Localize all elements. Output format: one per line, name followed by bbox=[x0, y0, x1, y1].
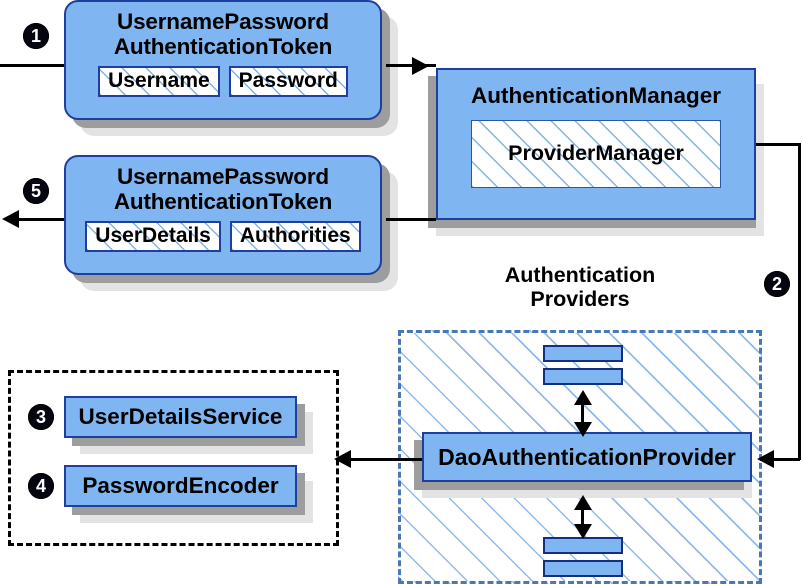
provider-peer-bar-top-2 bbox=[543, 368, 623, 385]
provider-peer-bar-bottom-1 bbox=[543, 537, 623, 554]
connector-manager-right-stub bbox=[756, 143, 801, 146]
user-details-service-label: UserDetailsService bbox=[78, 404, 283, 430]
step-bullet-2: 2 bbox=[764, 271, 790, 297]
connector-provider-peer-above-arrowhead-up bbox=[574, 390, 592, 405]
connector-provider-to-collaborators-arrowhead bbox=[334, 450, 351, 468]
request-token-title: UsernamePassword AuthenticationToken bbox=[113, 9, 333, 60]
connector-into-provider-arrowhead bbox=[757, 450, 774, 468]
node-user-details-service[interactable]: UserDetailsService bbox=[64, 396, 297, 438]
node-password-encoder[interactable]: PasswordEncoder bbox=[64, 465, 297, 507]
connector-provider-peer-below-line bbox=[581, 500, 584, 532]
connector-provider-peer-above-line bbox=[581, 395, 584, 430]
authentication-manager-title: AuthenticationManager bbox=[470, 83, 722, 108]
connector-into-provider-line bbox=[760, 458, 800, 461]
step-bullet-1: 1 bbox=[23, 23, 49, 49]
connector-token-to-manager-arrowhead bbox=[412, 57, 429, 75]
connector-incoming-request bbox=[0, 64, 80, 67]
connector-provider-peer-below-arrowhead-down bbox=[574, 524, 592, 539]
response-token-title: UsernamePassword AuthenticationToken bbox=[113, 164, 333, 215]
step-bullet-4: 4 bbox=[28, 473, 54, 499]
connector-response-token-outgoing-line bbox=[18, 218, 80, 221]
provider-peer-bar-bottom-2 bbox=[543, 560, 623, 577]
provider-peer-bar-top-1 bbox=[543, 345, 623, 362]
connector-manager-to-response-token bbox=[386, 218, 436, 221]
request-token-slot-password[interactable]: Password bbox=[228, 66, 348, 98]
connector-manager-down bbox=[798, 143, 801, 460]
connector-provider-to-collaborators-line bbox=[350, 458, 422, 461]
request-token-slots: Username Password bbox=[98, 66, 348, 98]
step-bullet-5: 5 bbox=[23, 178, 49, 204]
password-encoder-label: PasswordEncoder bbox=[82, 473, 279, 499]
connector-response-token-outgoing-arrowhead bbox=[2, 210, 19, 228]
response-token-slot-authorities[interactable]: Authorities bbox=[229, 221, 361, 253]
dao-authentication-provider-label: DaoAuthenticationProvider bbox=[438, 443, 736, 470]
response-token-slots: UserDetails Authorities bbox=[85, 221, 361, 253]
response-token-slot-userdetails[interactable]: UserDetails bbox=[85, 221, 221, 253]
connector-token-to-manager-line bbox=[386, 64, 436, 67]
node-dao-authentication-provider[interactable]: DaoAuthenticationProvider bbox=[422, 432, 752, 482]
node-username-password-authentication-token-request[interactable]: UsernamePassword AuthenticationToken Use… bbox=[64, 0, 382, 120]
authentication-providers-label: Authentication Providers bbox=[504, 263, 656, 312]
node-authentication-manager[interactable]: AuthenticationManager ProviderManager bbox=[436, 68, 756, 220]
connector-provider-peer-below-arrowhead-up bbox=[574, 495, 592, 510]
connector-provider-peer-above-arrowhead-down bbox=[574, 422, 592, 437]
step-bullet-3: 3 bbox=[28, 404, 54, 430]
request-token-slot-username[interactable]: Username bbox=[98, 66, 220, 98]
node-provider-manager[interactable]: ProviderManager bbox=[471, 119, 721, 188]
node-username-password-authentication-token-response[interactable]: UsernamePassword AuthenticationToken Use… bbox=[64, 155, 382, 275]
